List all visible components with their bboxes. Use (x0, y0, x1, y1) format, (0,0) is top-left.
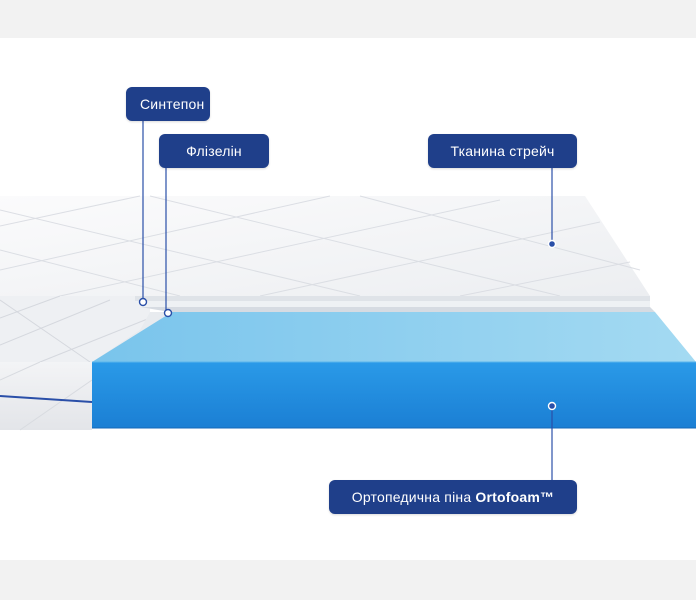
label-stretch-fabric: Тканина стрейч (428, 134, 577, 168)
foam-top-surface (92, 312, 696, 362)
label-stretch-fabric-text: Тканина стрейч (450, 143, 555, 159)
leader-lines (142, 121, 553, 480)
label-foam-prefix: Ортопедична піна (351, 489, 476, 505)
label-flizelin: Флізелін (159, 134, 269, 168)
marker-flizelin (163, 308, 173, 318)
cover-top-surface (0, 195, 650, 297)
bottom-band (0, 560, 696, 600)
label-sinteponon-text: Синтепон (140, 96, 205, 112)
top-band (0, 0, 696, 38)
marker-fabric (547, 239, 557, 249)
foam-side (92, 362, 696, 428)
marker-foam (547, 401, 557, 411)
label-orthopedic-foam: Ортопедична піна Ortofoam™ (329, 480, 577, 514)
marker-dots (138, 239, 557, 411)
label-foam-brand: Ortofoam™ (475, 489, 555, 505)
label-sinteponon: Синтепон (126, 87, 210, 121)
cover-left-block (0, 295, 151, 431)
label-flizelin-text: Флізелін (186, 143, 242, 159)
marker-sinteponon (138, 297, 148, 307)
